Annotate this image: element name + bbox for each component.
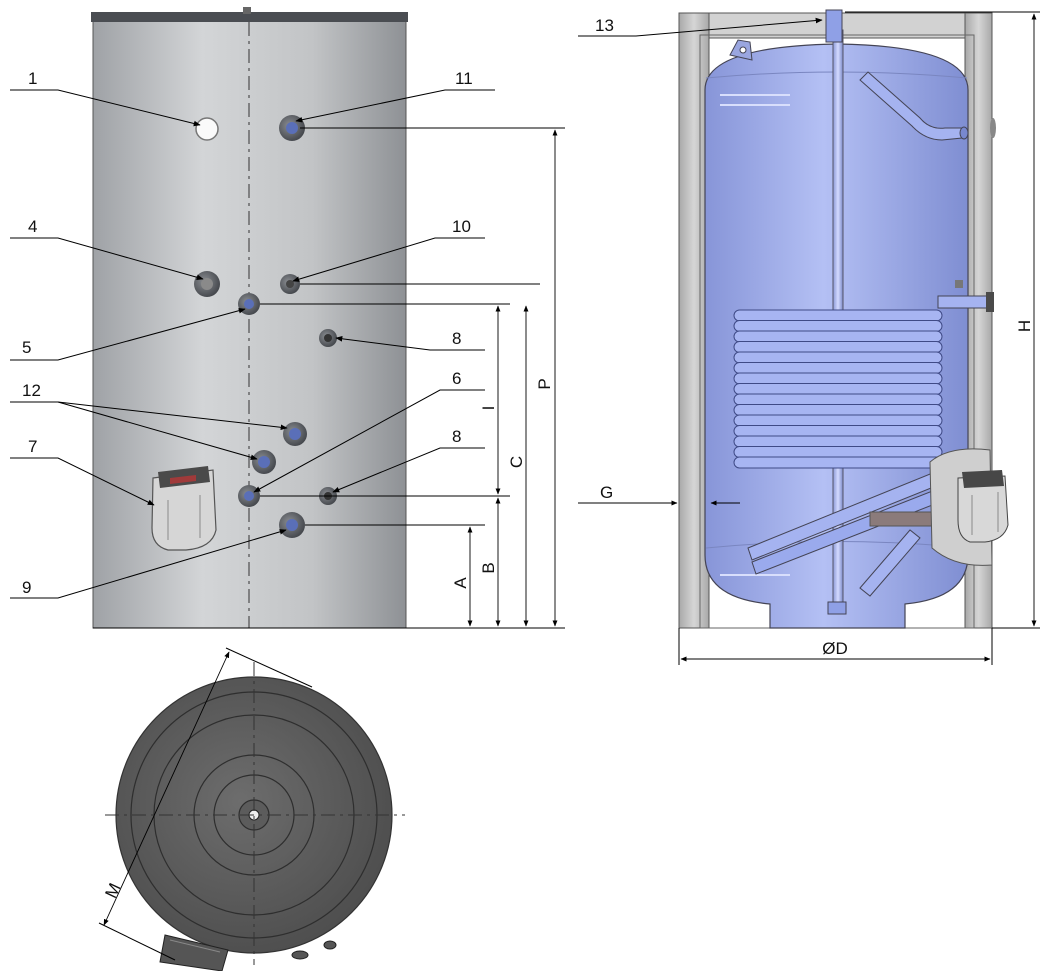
- section-insulation-left: [678, 12, 710, 629]
- callout-1: 1: [28, 69, 37, 88]
- coil-turn: [733, 330, 943, 343]
- section-view: H ØD 13 G: [578, 9, 1040, 665]
- dim-label-B: B: [479, 562, 498, 573]
- front-view: 1 11 4 10 5 8 12 6 7 8 9 A B C I P: [10, 7, 565, 629]
- coil-turn: [733, 372, 943, 385]
- heat-exchanger-coil: [733, 309, 943, 469]
- port-1: [195, 117, 219, 141]
- coil-turn: [733, 414, 943, 427]
- top-view: M: [98, 647, 405, 971]
- leader-13: [578, 17, 823, 37]
- coil-turn: [733, 341, 943, 353]
- coil-turn: [733, 393, 943, 406]
- callout-6: 6: [452, 369, 461, 388]
- callout-4: 4: [28, 217, 37, 236]
- coil-turn: [733, 435, 943, 448]
- rod-bottom-cap: [827, 601, 847, 615]
- callout-G: G: [600, 483, 613, 502]
- callout-11: 11: [455, 69, 473, 88]
- coil-turn: [733, 383, 943, 395]
- callout-8-lower: 8: [452, 427, 461, 446]
- dim-label-P: P: [535, 378, 554, 389]
- coil-turn: [733, 404, 943, 416]
- port-5: [238, 293, 260, 315]
- port-4: [194, 271, 220, 297]
- heating-element: [869, 511, 941, 527]
- coil-turn: [733, 456, 943, 469]
- dim-label-I: I: [479, 406, 498, 411]
- callout-8-upper: 8: [452, 329, 461, 348]
- port-6: [238, 485, 260, 507]
- coil-turn: [733, 362, 943, 374]
- coil-turn: [733, 309, 943, 322]
- front-leaders: [10, 89, 495, 599]
- dim-label-A: A: [451, 577, 470, 589]
- front-top-sensor: [243, 7, 251, 14]
- port-10: [280, 274, 300, 294]
- port-8-upper: [319, 329, 337, 347]
- coil-turn: [733, 425, 943, 437]
- side-sensor: [955, 280, 963, 288]
- callout-9: 9: [22, 578, 31, 597]
- top-fitting-13: [825, 9, 843, 43]
- dim-label-D: ØD: [822, 639, 848, 658]
- front-top-cap: [91, 12, 408, 22]
- extension-M-top: [225, 647, 313, 688]
- dim-label-C: C: [507, 456, 526, 468]
- front-dimension-lines: [467, 129, 558, 627]
- callout-5: 5: [22, 338, 31, 357]
- dim-line-M: [103, 651, 230, 926]
- port-12-lower: [252, 450, 276, 474]
- lower-angled-pipe: [859, 529, 921, 597]
- coil-turn: [733, 446, 943, 458]
- port-9: [279, 512, 305, 538]
- side-bump-top: [990, 118, 996, 138]
- coil-outlet-flange: [986, 292, 994, 312]
- coil-turn: [733, 320, 943, 332]
- port-12-upper: [283, 422, 307, 446]
- coil-turn: [733, 351, 943, 364]
- front-extension-lines: [260, 127, 565, 526]
- callout-13: 13: [595, 16, 614, 35]
- callout-7: 7: [28, 437, 37, 456]
- callout-12: 12: [22, 381, 41, 400]
- heater-box-side: [957, 470, 1009, 543]
- coil-upper-outlet: [937, 295, 991, 309]
- heater-housing-front: [151, 466, 217, 551]
- dim-label-H: H: [1015, 320, 1034, 332]
- dim-label-M: M: [101, 880, 124, 901]
- callout-10: 10: [452, 217, 471, 236]
- extension-M-bottom: [98, 922, 176, 961]
